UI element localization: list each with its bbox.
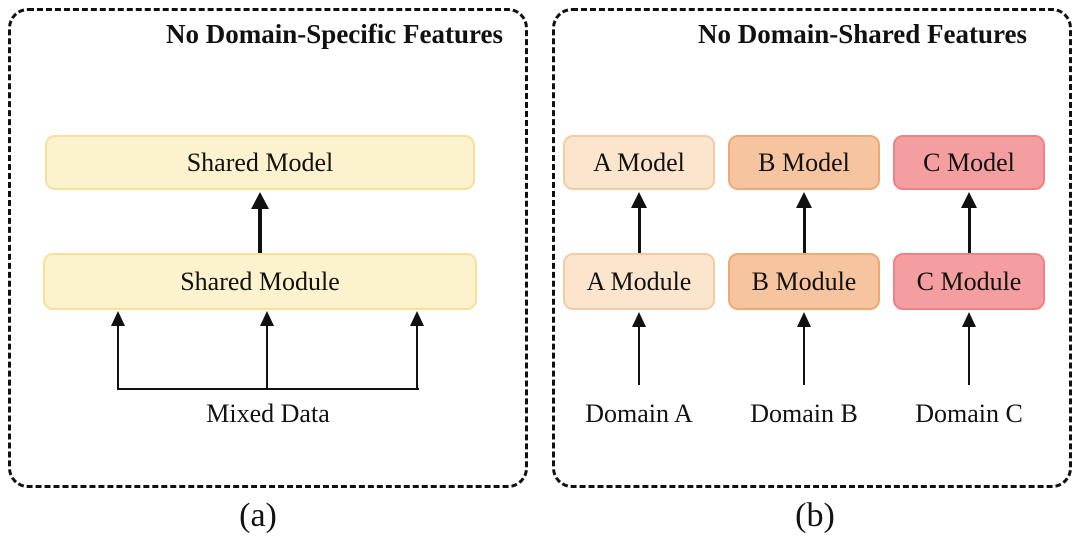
arrow-mixed-data-right — [410, 311, 424, 389]
arrow-up-icon — [796, 192, 812, 208]
mixed-data-label: Mixed Data — [206, 399, 330, 428]
arrow-shaft — [968, 327, 970, 385]
c-module-box: C Module — [893, 253, 1045, 310]
b-model-label: B Model — [758, 147, 850, 177]
arrow-shaft — [638, 327, 640, 385]
arrow-up-icon — [632, 312, 646, 327]
arrow-domain-c-to-c-module — [962, 312, 976, 385]
c-model-label: C Model — [923, 147, 1015, 177]
a-module-label: A Module — [586, 266, 692, 296]
b-module-box: B Module — [728, 253, 880, 310]
arrow-domain-b-to-b-module — [797, 312, 811, 385]
arrow-b-module-to-b-model — [796, 192, 812, 253]
arrow-shaft — [117, 326, 119, 389]
arrow-up-icon — [251, 192, 269, 209]
shared-model-box: Shared Model — [45, 135, 475, 190]
arrow-up-icon — [961, 192, 977, 208]
arrow-shaft — [637, 208, 641, 253]
panel-a-dashed-frame — [8, 8, 528, 488]
shared-model-label: Shared Model — [186, 147, 334, 177]
arrow-mixed-data-center — [260, 311, 274, 389]
arrow-up-icon — [797, 312, 811, 327]
domain-c-label: Domain C — [915, 399, 1023, 428]
arrow-shaft — [802, 208, 806, 253]
mixed-data-bracket-line — [117, 388, 419, 390]
a-model-label: A Model — [593, 147, 685, 177]
arrow-up-icon — [410, 311, 424, 326]
domain-b-label: Domain B — [750, 399, 858, 428]
a-module-box: A Module — [563, 253, 715, 310]
c-model-box: C Model — [893, 135, 1045, 190]
arrow-shaft — [967, 208, 971, 253]
panel-b-title: No Domain-Shared Features — [698, 19, 1027, 49]
arrow-up-icon — [962, 312, 976, 327]
arrow-shared-module-to-shared-model — [251, 192, 269, 253]
domain-a-label: Domain A — [585, 399, 693, 428]
arrow-up-icon — [260, 311, 274, 326]
a-model-box: A Model — [563, 135, 715, 190]
arrow-mixed-data-left — [111, 311, 125, 389]
panel-b-caption: (b) — [795, 497, 835, 534]
arrow-shaft — [803, 327, 805, 385]
b-module-label: B Module — [751, 266, 857, 296]
arrow-domain-a-to-a-module — [632, 312, 646, 385]
arrow-up-icon — [631, 192, 647, 208]
b-model-box: B Model — [728, 135, 880, 190]
arrow-shaft — [258, 209, 262, 253]
panel-a-title: No Domain-Specific Features — [166, 19, 503, 49]
shared-module-label: Shared Module — [180, 266, 340, 296]
panel-a-caption: (a) — [239, 497, 277, 534]
arrow-a-module-to-a-model — [631, 192, 647, 253]
c-module-label: C Module — [916, 266, 1022, 296]
arrow-shaft — [266, 326, 268, 389]
arrow-shaft — [416, 326, 418, 389]
arrow-up-icon — [111, 311, 125, 326]
shared-module-box: Shared Module — [43, 253, 477, 310]
arrow-c-module-to-c-model — [961, 192, 977, 253]
